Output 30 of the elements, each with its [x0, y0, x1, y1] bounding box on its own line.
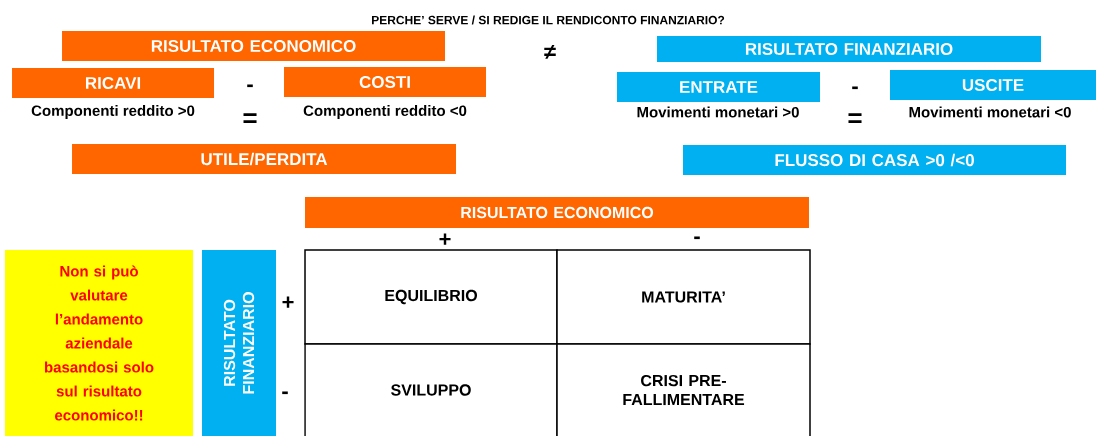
header-bar: RISULTATO FINANZIARIO [657, 36, 1041, 62]
node-label: Movimenti monetari <0 [909, 106, 1071, 118]
header-bar: RISULTATO ECONOMICO [305, 197, 809, 228]
matrix-cell: MATURITA’ [556, 249, 811, 345]
title: PERCHE’ SERVE / SI REDIGE IL RENDICONTO FINANZIARIO? [372, 15, 725, 25]
operator-sign: + [439, 233, 451, 245]
node-label: Componenti reddito >0 [31, 105, 195, 119]
label-bar: RICAVI [12, 68, 214, 98]
node-label: Componenti reddito <0 [303, 105, 467, 119]
operator-sign: - [852, 86, 858, 90]
matrix-cell: CRISI PRE-FALLIMENTARE [556, 343, 811, 436]
operator-sign: - [247, 84, 253, 88]
result-bar: FLUSSO DI CASA >0 /<0 [683, 145, 1066, 175]
operator-sign: ≠ [544, 44, 556, 59]
matrix-cell: SVILUPPO [304, 343, 558, 436]
operator-sign: = [848, 113, 862, 124]
node-label: SVILUPPO [391, 384, 471, 396]
operator-sign: = [243, 113, 257, 124]
node-label: Movimenti monetari >0 [637, 106, 799, 118]
header-bar: RISULTATO ECONOMICO [62, 31, 445, 61]
operator-sign: + [282, 296, 294, 308]
matrix-cell: EQUILIBRIO [304, 249, 558, 345]
label-bar: USCITE [890, 70, 1096, 100]
operator-sign: - [282, 391, 288, 395]
label-bar: ENTRATE [617, 72, 820, 102]
axis-bar: RISULTATO FINANZIARIO [202, 250, 276, 436]
label-bar: COSTI [284, 67, 486, 97]
result-bar: UTILE/PERDITA [72, 144, 456, 174]
note-box: Non si può valutare l’andamento aziendale basandosi solo sul risultato economico!! [5, 250, 193, 436]
operator-sign: - [694, 236, 700, 240]
